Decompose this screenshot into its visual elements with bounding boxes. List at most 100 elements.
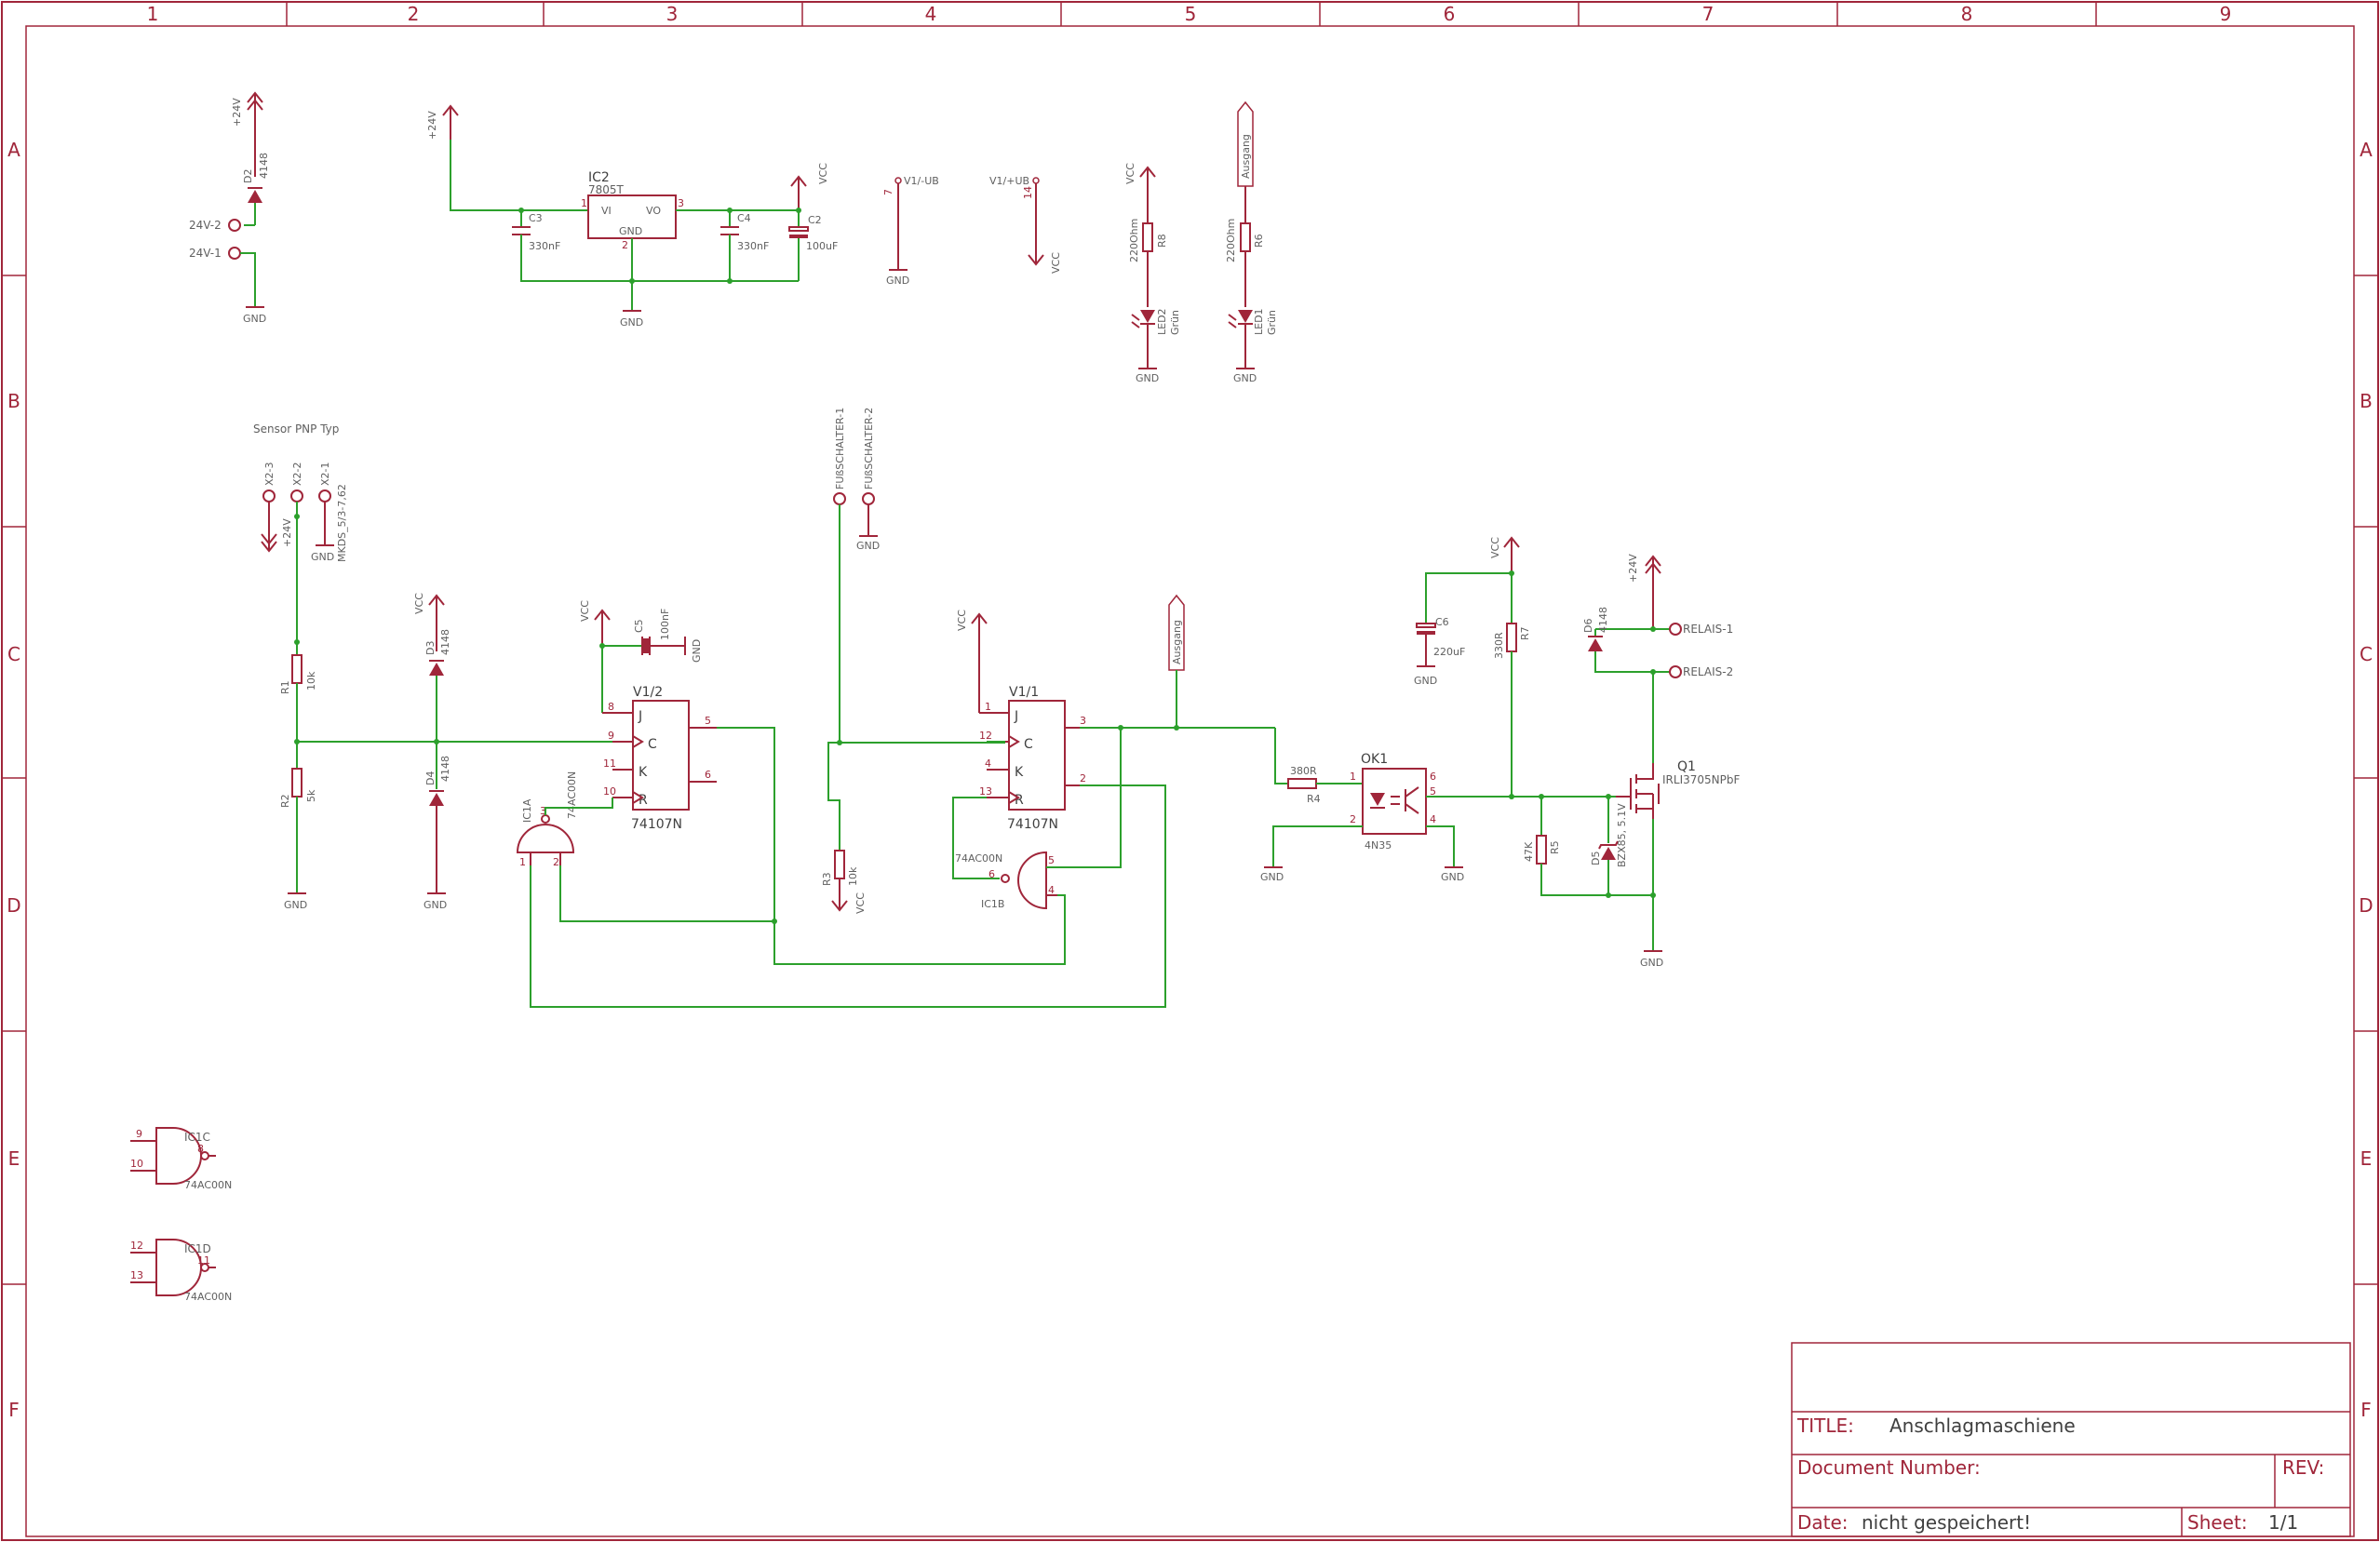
terminal-label: X2-3 [263,462,276,486]
component-value: 220uF [1433,646,1465,658]
pin-number: 2 [1350,813,1356,825]
pin-number: 11 [603,758,616,770]
capacitor-c2: C2 100uF [788,214,838,252]
row-label: F [2360,1399,2372,1421]
pin-name: V1/-UB [904,175,939,187]
document-number-label: Document Number: [1797,1456,1981,1479]
date-value: nicht gespeichert! [1862,1511,2031,1534]
revision-label: REV: [2282,1456,2324,1479]
zener-d5: D5 BZX85, 5.1V [1590,803,1628,867]
column-label: 5 [1185,3,1197,25]
vcc-label: VCC [854,892,867,914]
component-value: Grün [1169,310,1181,335]
component-value: 10k [847,866,859,886]
terminal-label: 24V-1 [189,247,222,260]
capacitor-c4: C4 330nF [720,212,769,252]
ground-label: GND [1640,957,1663,969]
led1: LED1 Grün [1228,308,1278,369]
ground-label: GND [311,551,334,563]
component-value: 4148 [439,629,451,655]
capacitor-c5: C5 100nF [633,609,671,655]
component-value: 74AC00N [184,1291,232,1303]
diode-d6: D6 4148 [1582,607,1609,651]
component-ref: R5 [1549,840,1561,854]
pin-number: 5 [1048,854,1055,866]
pin-name: C [1024,737,1033,752]
supply-label: +24V [1627,554,1639,583]
pin-name: K [639,765,648,780]
column-label: 3 [666,3,679,25]
terminal-package: MKDS_5/3-7,62 [336,484,348,562]
resistor-r5: 47K R5 [1523,835,1561,865]
diode-d3: D3 4148 [424,629,451,676]
pin-number: 6 [1430,771,1436,783]
component-value: 380R [1290,765,1317,777]
component-ref: R4 [1307,793,1321,805]
row-label: A [2360,139,2373,161]
ground-label: GND [856,540,880,552]
vcc-label: VCC [1489,537,1501,558]
row-label: B [2360,390,2373,412]
vcc-label: VCC [817,163,829,184]
component-ref: C4 [737,212,751,224]
pin-number: 4 [1430,813,1436,825]
resistor-r6: 220Ohm R6 [1225,219,1265,307]
component-value: 4148 [1597,607,1609,633]
pin-name: V1/+UB [989,175,1029,187]
component-value: 7805T [588,183,625,196]
ground-label: GND [1414,675,1437,687]
pin-number: 12 [979,730,992,742]
pin-number: 14 [1022,186,1034,199]
ground-symbol: GND [886,269,909,287]
pin-number: 1 [581,197,587,209]
terminal-relais-2 [1669,665,1682,678]
pin-number: 4 [985,758,991,770]
component-value: 100nF [659,609,671,640]
ground-label: GND [620,316,643,329]
pin-number: 1 [985,701,991,713]
pin-name: VI [601,205,612,217]
ground-label: GND [243,313,266,325]
terminal-label: X2-2 [291,462,303,486]
terminal-label: 24V-2 [189,219,222,232]
capacitor-c3: C3 330nF [512,212,560,252]
ground-label: GND [1260,871,1284,883]
pin-number: 3 [678,197,684,209]
row-label: D [2359,894,2373,917]
pin-number: 2 [553,856,559,868]
diode-d2: D2 4148 [242,153,270,203]
pin-name: R [1015,793,1024,808]
ground-label: GND [284,899,307,911]
component-ref: IC1B [981,898,1004,910]
vcc-label: VCC [579,600,591,622]
led2: LED2 Grün [1131,308,1181,369]
component-value: IRLI3705NPbF [1662,773,1740,786]
component-value: 4148 [439,756,451,782]
supply-label: +24V [426,111,438,140]
clamp-diodes: VCC D3 4148 D4 4148 GND [413,593,451,911]
component-ref: V1/2 [633,685,663,700]
mosfet-q1: Q1 IRLI3705NPbF [1616,759,1740,819]
component-ref: R7 [1519,626,1531,640]
component-ref: C3 [529,212,543,224]
pin-number: 11 [197,1254,210,1267]
supply-label: +24V [231,98,243,127]
component-value: 330nF [737,240,769,252]
component-ref: R1 [279,680,291,694]
component-ref: R3 [821,872,833,886]
component-value: 220Ohm [1128,219,1140,262]
terminal-label: FUßSCHALTER-1 [834,408,846,489]
row-label: F [8,1399,20,1421]
row-label: B [7,390,20,412]
ground-symbol: GND [1136,368,1159,384]
title-value: Anschlagmaschiene [1889,1415,2076,1437]
terminal-24v-1 [228,247,241,260]
component-value: 330R [1493,632,1505,659]
row-label: C [2360,643,2373,665]
supply-24v-symbol: +24V [426,104,459,140]
pin-number: 3 [1080,715,1086,727]
nand-gate-ic1a: IC1A 74AC00N 3 1 2 [516,771,1166,1008]
pin-name: K [1015,765,1024,780]
ground-symbol: GND [1233,368,1257,384]
component-value: 10k [305,671,317,691]
